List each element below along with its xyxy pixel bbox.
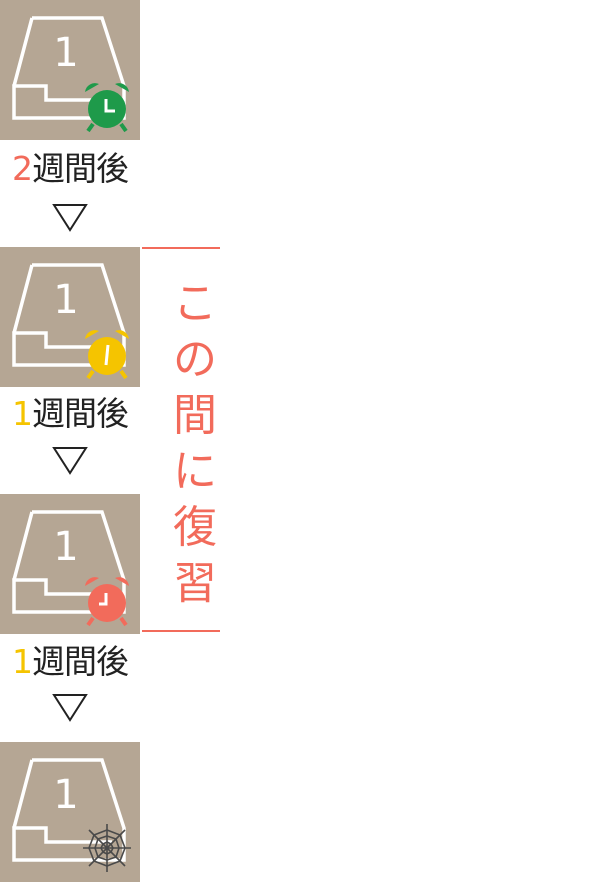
review-bracket-bottom-line — [142, 630, 220, 632]
inbox-tray-icon: 1 — [12, 758, 126, 862]
interval-label-2: 1週間後 — [0, 394, 140, 434]
spider-web-icon — [83, 824, 131, 872]
box-number: 1 — [53, 772, 78, 818]
inbox-tile-4: 1 — [0, 742, 140, 882]
down-arrow-icon — [52, 445, 88, 475]
review-char: に — [173, 446, 217, 497]
interval-label-1: 2週間後 — [0, 149, 140, 189]
interval-number: 1 — [12, 642, 33, 681]
inbox-tray-icon: 1 — [12, 16, 126, 120]
inbox-tile-3: 1 — [0, 494, 140, 634]
down-arrow-icon — [52, 202, 88, 232]
inbox-tile-2: 1 — [0, 247, 140, 387]
inbox-tile-1: 1 — [0, 0, 140, 140]
alarm-clock-red-icon — [85, 577, 129, 627]
box-number: 1 — [53, 524, 78, 570]
interval-text: 週間後 — [32, 394, 129, 433]
review-label: こ の 間 に 復 習 — [160, 276, 230, 612]
interval-number: 1 — [12, 394, 33, 433]
inbox-tray-icon: 1 — [12, 263, 126, 367]
review-char: 間 — [173, 390, 217, 441]
review-char: 復 — [173, 502, 217, 553]
alarm-clock-yellow-icon — [85, 330, 129, 380]
interval-label-3: 1週間後 — [0, 642, 140, 682]
review-char: の — [173, 334, 217, 385]
alarm-clock-green-icon — [85, 83, 129, 133]
box-number: 1 — [53, 277, 78, 323]
box-number: 1 — [53, 30, 78, 76]
review-char: 習 — [173, 558, 217, 609]
review-bracket-top-line — [142, 247, 220, 249]
down-arrow-icon — [52, 692, 88, 722]
review-char: こ — [173, 278, 217, 329]
interval-text: 週間後 — [32, 642, 129, 681]
inbox-tray-icon: 1 — [12, 510, 126, 614]
interval-text: 週間後 — [32, 149, 129, 188]
interval-number: 2 — [12, 149, 33, 188]
